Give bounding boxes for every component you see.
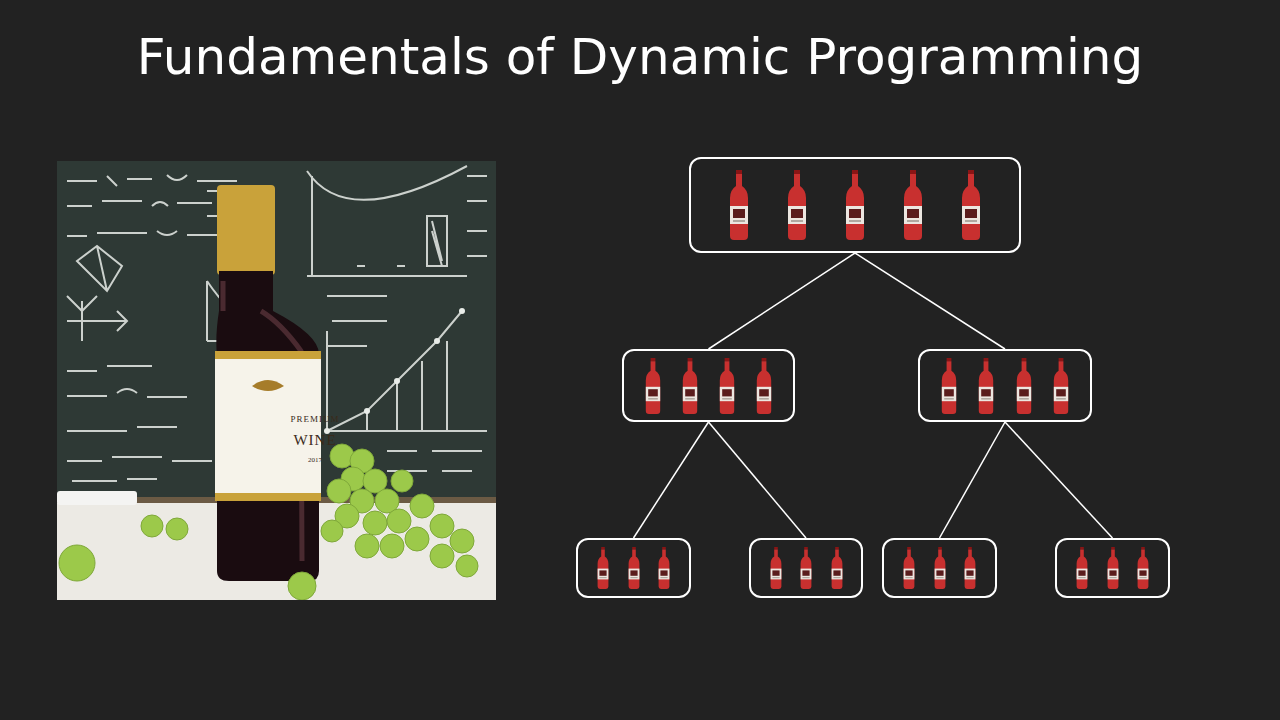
bottle-icon — [903, 167, 923, 243]
bottle-icon — [770, 547, 782, 589]
bottle-icon — [934, 547, 946, 589]
bottle-icon — [658, 547, 670, 589]
bottle-icon — [1053, 358, 1069, 414]
bottle-group-box — [749, 538, 863, 598]
bottle-icon — [831, 547, 843, 589]
bottle-label-text: WINE — [293, 432, 336, 449]
bottle-label-text: PREMIUM — [290, 414, 339, 424]
wine-illustration — [57, 161, 496, 600]
bottle-icon — [787, 167, 807, 243]
bottle-icon — [645, 358, 661, 414]
bottle-icon — [845, 167, 865, 243]
bottle-icon — [756, 358, 772, 414]
bottle-icon — [729, 167, 749, 243]
bottle-icon — [941, 358, 957, 414]
bottle-icon — [903, 547, 915, 589]
tree-connector — [709, 253, 856, 349]
tree-connector — [1005, 422, 1113, 538]
bottle-label-text: 2017 — [308, 456, 322, 464]
bottle-icon — [800, 547, 812, 589]
bottle-icon — [1016, 358, 1032, 414]
bottle-group-box — [689, 157, 1021, 253]
bottle-icon — [978, 358, 994, 414]
page-title: Fundamentals of Dynamic Programming — [0, 22, 1280, 92]
bottle-group-box — [1055, 538, 1170, 598]
tree-connector — [709, 422, 807, 538]
bottle-icon — [964, 547, 976, 589]
bottle-icon — [628, 547, 640, 589]
bottle-group-box — [576, 538, 691, 598]
bottle-icon — [961, 167, 981, 243]
tree-connector — [940, 422, 1006, 538]
bottle-group-box — [882, 538, 997, 598]
bottle-icon — [1107, 547, 1119, 589]
bottle-icon — [682, 358, 698, 414]
tree-connector — [855, 253, 1005, 349]
bottle-group-box — [918, 349, 1092, 422]
bottle-icon — [719, 358, 735, 414]
tree-connector — [634, 422, 709, 538]
bottle-icon — [1137, 547, 1149, 589]
bottle-icon — [1076, 547, 1088, 589]
bottle-icon — [597, 547, 609, 589]
bottle-group-box — [622, 349, 795, 422]
